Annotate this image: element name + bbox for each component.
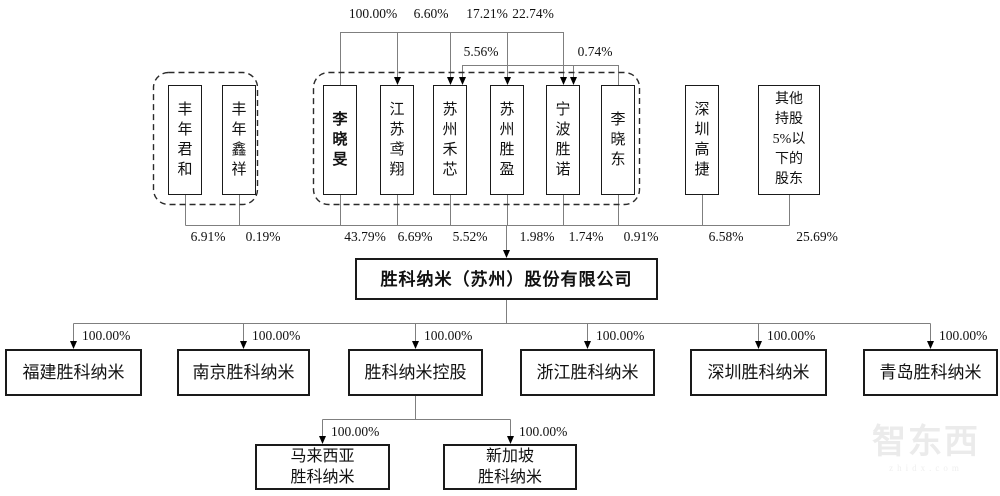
subsidiary-box-zhejiang: 浙江胜科纳米: [520, 349, 655, 396]
pct-ningbo-shengnuo: 1.74%: [568, 229, 604, 244]
pct-suzhou-shengying: 1.98%: [519, 229, 555, 244]
pct-holding-sub: 100.00%: [424, 328, 473, 343]
shareholder-name: 深圳高捷: [694, 102, 710, 178]
pct-shenzhen-sub: 100.00%: [767, 328, 816, 343]
subsidiary-name: 新加坡 胜科纳米: [477, 448, 542, 486]
shareholder-box-other-minor-shareholders: 其他持股5%以下的股东: [758, 85, 820, 195]
subsidiary-box-nanjing: 南京胜科纳米: [177, 349, 310, 396]
subsidiary-box-fujian: 福建胜科纳米: [5, 349, 142, 396]
shareholder-box-fengnian-xinxiang: 丰年鑫祥: [222, 85, 256, 195]
subsidiary-name: 福建胜科纳米: [22, 363, 125, 382]
pct-jiangsu-yuanxiang: 6.69%: [397, 229, 433, 244]
shareholder-box-ningbo-shengnuo: 宁波胜诺: [546, 85, 580, 195]
shareholder-box-fengnian-junhe: 丰年君和: [168, 85, 202, 195]
shareholder-name: 李晓东: [610, 112, 626, 168]
subsidiary-box-qingdao: 青岛胜科纳米: [863, 349, 998, 396]
pct-lixiaomin-suzhou-hexin: 6.60%: [413, 6, 449, 21]
group-dashed-outlines: [152, 71, 641, 206]
subsidiary-box-holding: 胜科纳米控股: [348, 349, 483, 396]
shareholder-name: 苏州胜盈: [499, 102, 515, 178]
shareholder-name: 丰年君和: [177, 102, 193, 178]
shareholder-name: 丰年鑫祥: [231, 102, 247, 178]
pct-lixiaomin-ningbo-shengnuo: 22.74%: [512, 6, 554, 21]
shareholder-box-shenzhen-gaojie: 深圳高捷: [685, 85, 719, 195]
pct-lixiaodong-ningbo-shengnuo: 0.74%: [577, 44, 613, 59]
subsidiary-name: 胜科纳米控股: [364, 363, 467, 382]
pct-suzhou-hexin: 5.52%: [452, 229, 488, 244]
shareholder-name: 其他持股5%以下的股东: [772, 92, 806, 187]
subsidiary-box-singapore: 新加坡 胜科纳米: [443, 444, 577, 490]
pct-lixiaomin-suzhou-shengying: 17.21%: [466, 6, 508, 21]
subsidiary-box-malaysia: 马来西亚 胜科纳米: [255, 444, 390, 490]
pct-shenzhen-gaojie: 6.58%: [708, 229, 744, 244]
pct-lixiaomin-jiangsu-yuanxiang: 100.00%: [348, 6, 398, 21]
pct-fujian-sub: 100.00%: [82, 328, 131, 343]
subsidiary-name: 马来西亚 胜科纳米: [290, 448, 355, 486]
subsidiary-name: 浙江胜科纳米: [536, 363, 639, 382]
shareholder-box-suzhou-hexin: 苏州禾芯: [433, 85, 467, 195]
pct-other-minor-shareholders: 25.69%: [796, 229, 838, 244]
pct-malaysia-sub: 100.00%: [331, 424, 380, 439]
pct-qingdao-sub: 100.00%: [939, 328, 988, 343]
subsidiary-box-shenzhen: 深圳胜科纳米: [690, 349, 827, 396]
subsidiary-name: 青岛胜科纳米: [879, 363, 982, 382]
subsidiary-name: 南京胜科纳米: [192, 363, 295, 382]
company-name: 胜科纳米（苏州）股份有限公司: [380, 269, 633, 289]
pct-li-xiaomin: 43.79%: [344, 229, 386, 244]
subsidiary-name: 深圳胜科纳米: [707, 363, 810, 382]
company-box: 胜科纳米（苏州）股份有限公司: [355, 258, 658, 300]
pct-lixiaodong-suzhou-hexin: 5.56%: [463, 44, 499, 59]
shareholder-box-jiangsu-yuanxiang: 江苏鸢翔: [380, 85, 414, 195]
shareholder-box-suzhou-shengying: 苏州胜盈: [490, 85, 524, 195]
pct-fengnian-xinxiang: 0.19%: [245, 229, 281, 244]
pct-zhejiang-sub: 100.00%: [596, 328, 645, 343]
shareholder-box-li-xiaodong: 李晓东: [601, 85, 635, 195]
pct-fengnian-junhe: 6.91%: [190, 229, 226, 244]
shareholder-name: 李晓旻: [332, 112, 348, 168]
pct-li-xiaodong: 0.91%: [623, 229, 659, 244]
pct-singapore-sub: 100.00%: [519, 424, 568, 439]
shareholder-name: 宁波胜诺: [555, 102, 571, 178]
shareholder-name: 苏州禾芯: [442, 102, 458, 178]
arrowheads: [70, 77, 934, 444]
shareholder-name: 江苏鸢翔: [389, 102, 405, 178]
shareholder-box-li-xiaomin: 李晓旻: [323, 85, 357, 195]
pct-nanjing-sub: 100.00%: [252, 328, 301, 343]
